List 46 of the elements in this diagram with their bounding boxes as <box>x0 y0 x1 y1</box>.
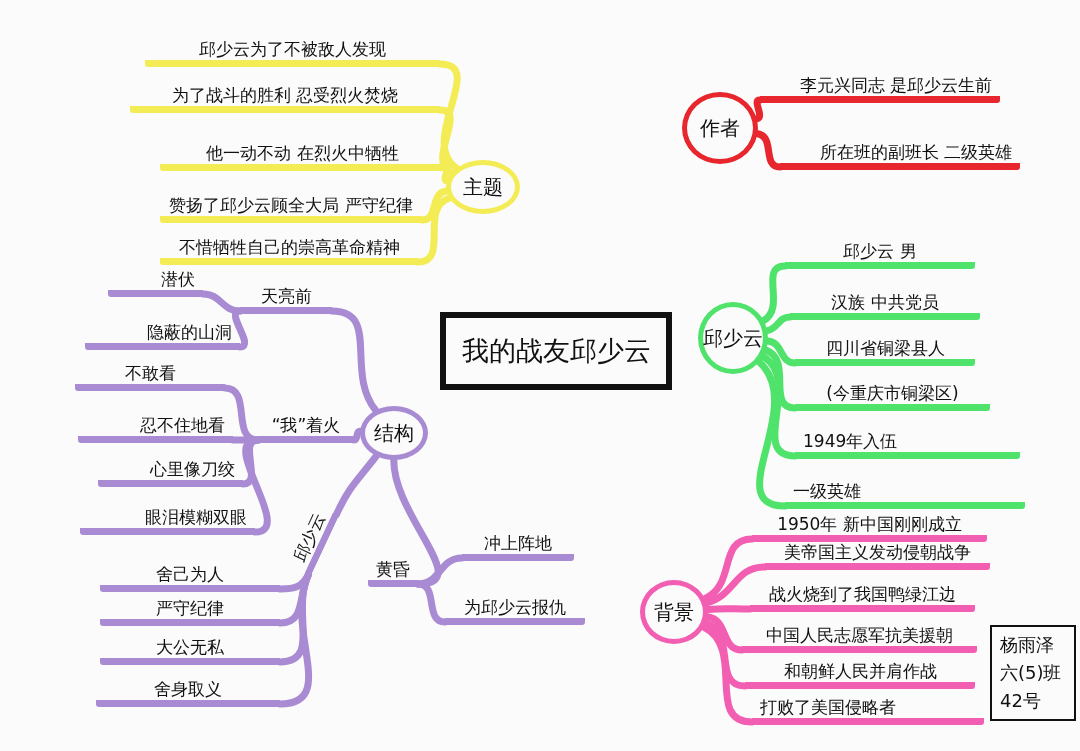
branch-label: 战火烧到了我国鸭绿江边 <box>750 583 975 612</box>
branch-label: 舍己为人 <box>100 563 280 592</box>
branch-label: 所在班的副班长 二级英雄 <box>780 141 1020 170</box>
topic-circle: 邱少云 <box>698 302 768 374</box>
branch-label: 1950年 新中国刚刚成立 <box>752 513 987 542</box>
branch-label: 大公无私 <box>100 636 280 665</box>
branch-label: 汉族 中共党员 <box>790 291 980 320</box>
branch-label: 为邱少云报仇 <box>445 596 585 625</box>
branch-label: 1949年入伍 <box>795 430 1020 459</box>
branch-label: 潜伏 <box>108 268 203 297</box>
branch-line <box>231 307 249 351</box>
branch-label: 四川省铜梁县人 <box>795 337 975 366</box>
branch-label: 中国人民志愿军抗美援朝 <box>742 624 977 653</box>
branch-label: 忍不住地看 <box>78 414 233 443</box>
branch-label: 严守纪律 <box>100 597 280 626</box>
branch-label: 赞扬了邱少云顾全大局 严守纪律 <box>160 194 422 223</box>
branch-label: 和朝鲜人民并肩作战 <box>745 660 975 689</box>
branch-label: 不敢看 <box>75 362 225 391</box>
branch-label: 冲上阵地 <box>462 532 574 561</box>
branch-label: (今重庆市铜梁区) <box>795 382 990 411</box>
branch-label: 天亮前 <box>240 285 332 314</box>
branch-label: 邱少云为了不被敌人发现 <box>145 38 440 67</box>
branch-label: 邱少云 男 <box>785 240 975 269</box>
branch-line <box>242 436 271 536</box>
title-box: 我的战友邱少云 <box>440 312 672 390</box>
branch-label: 眼泪模糊双眼 <box>80 506 255 535</box>
branch-label: 美帝国主义发动侵朝战争 <box>765 541 990 570</box>
branch-label: 邱少云 <box>284 503 340 576</box>
branch-label: 心里像刀绞 <box>98 458 243 487</box>
branch-label: 为了战斗的胜利 忍受烈火焚烧 <box>130 84 440 113</box>
branch-label: 他一动不动 在烈火中牺牲 <box>160 142 445 171</box>
branch-label: 打败了美国侵略者 <box>752 696 984 725</box>
branch-label: “我”着火 <box>258 414 354 443</box>
topic-circle: 背景 <box>640 580 708 644</box>
branch-label: 一级英雄 <box>785 480 1025 509</box>
branch-line <box>753 96 764 123</box>
branch-label: 舍身取义 <box>96 678 280 707</box>
branch-label: 不惜牺牲自己的崇高革命精神 <box>160 236 418 265</box>
branch-label: 李元兴同志 是邱少云生前 <box>760 74 1000 103</box>
name-box: 杨雨泽 六(5)班 42号 <box>990 625 1076 721</box>
branch-line <box>441 164 451 185</box>
branch-label: 隐蔽的山洞 <box>85 321 240 350</box>
topic-circle: 结构 <box>360 406 428 460</box>
branch-label: 黄昏 <box>368 558 418 587</box>
topic-circle: 主题 <box>446 160 520 214</box>
topic-circle: 作者 <box>682 92 758 164</box>
